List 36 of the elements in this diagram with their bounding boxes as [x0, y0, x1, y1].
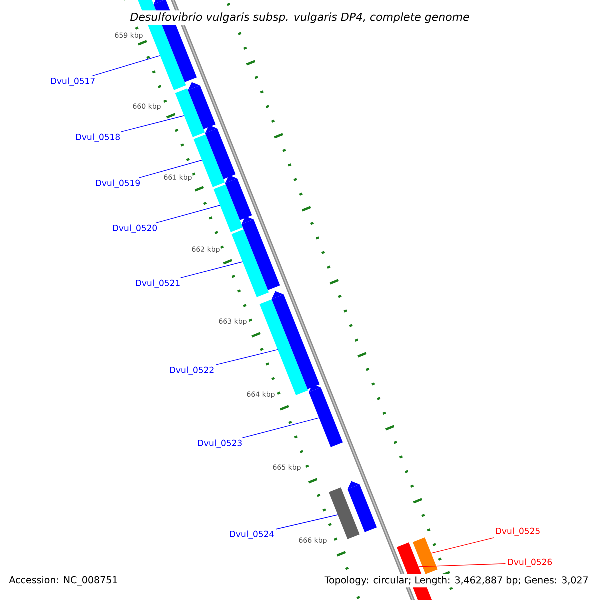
- gene-feature: [225, 175, 252, 220]
- gene-feature: [272, 291, 320, 390]
- title: Desulfovibrio vulgaris subsp. vulgaris DP4, complete genome: [128, 10, 472, 26]
- leader-line: [120, 116, 185, 132]
- gene-feature: [242, 216, 280, 290]
- accession-text: Accession: NC_008751: [9, 576, 118, 586]
- gene-label: Dvul_0523: [198, 440, 242, 448]
- gene-label: Dvul_0525: [496, 528, 540, 536]
- gene-block: [328, 488, 360, 540]
- leader-line: [418, 564, 506, 568]
- leader-line: [180, 262, 244, 278]
- leader-line: [242, 418, 320, 438]
- gene-feature: [188, 82, 216, 130]
- leader-line: [156, 205, 221, 224]
- gene-label: Dvul_0522: [170, 366, 214, 376]
- gene-block: [214, 184, 244, 232]
- gene-block: [232, 230, 270, 298]
- gene-block: [175, 88, 206, 138]
- gene-feature: [308, 384, 344, 448]
- gene-label: Dvul_0518: [76, 134, 120, 142]
- gene-label: Dvul_0519: [96, 180, 140, 188]
- gene-feature: [205, 125, 236, 180]
- leader-line: [92, 55, 161, 76]
- gene-label: Dvul_0524: [230, 530, 274, 540]
- gene-block: [412, 538, 438, 574]
- leader-line: [276, 514, 338, 530]
- gene-label: Dvul_0520: [113, 224, 158, 234]
- leader-line: [431, 538, 494, 554]
- gene-label: Dvul_0526: [508, 558, 552, 568]
- leader-line: [216, 349, 278, 366]
- gene-label: Dvul_0517: [51, 78, 95, 86]
- gene-label: Dvul_0521: [136, 280, 180, 288]
- leader-line: [138, 160, 202, 178]
- genome-info-text: Topology: circular; Length: 3,462,887 bp; Genes: 3,027: [322, 574, 591, 588]
- gene-feature: [348, 481, 378, 532]
- gene-block: [194, 134, 226, 188]
